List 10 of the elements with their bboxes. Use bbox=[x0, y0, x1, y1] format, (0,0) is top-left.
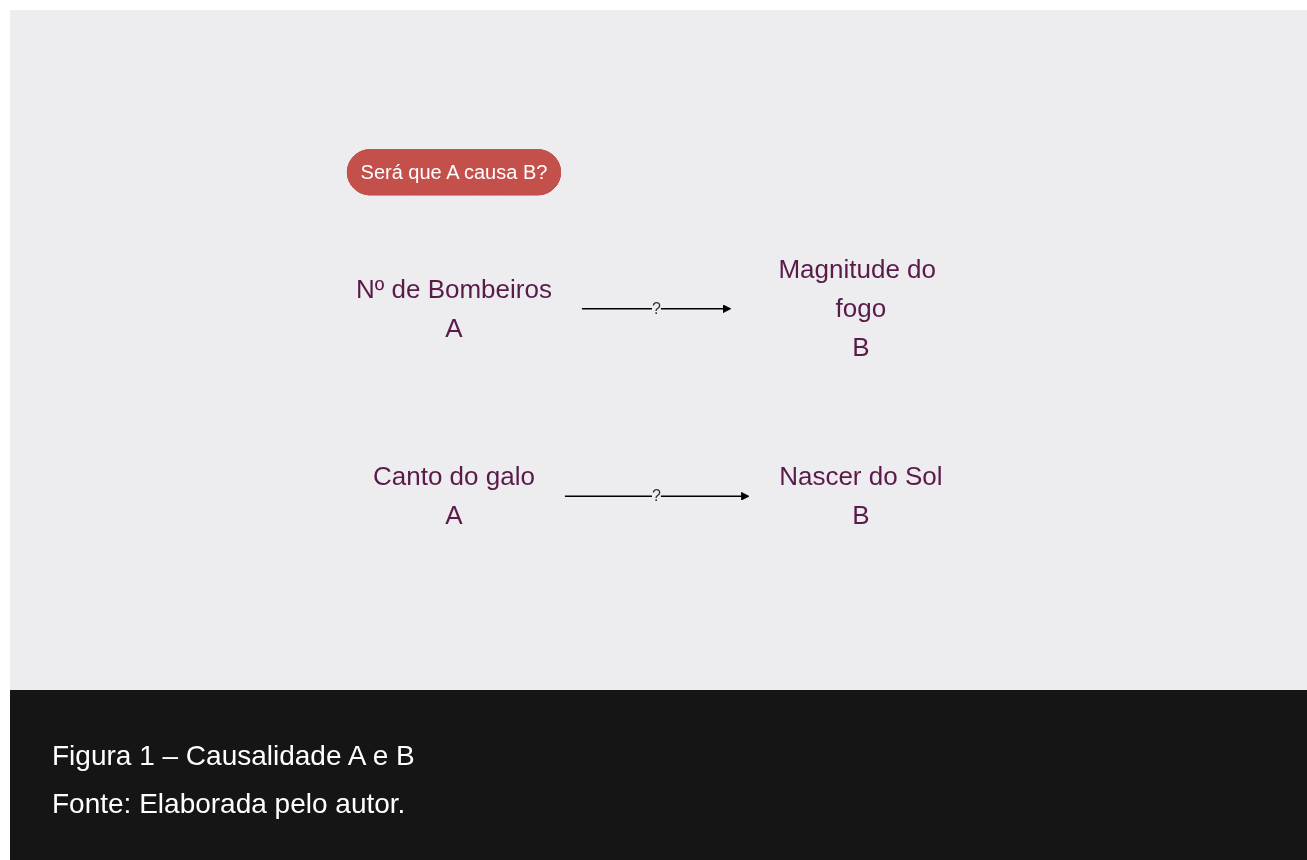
node-text: Canto do galo A bbox=[373, 461, 535, 531]
node-text: Magnitude do fogo B bbox=[778, 254, 937, 363]
arrow bbox=[564, 491, 750, 501]
caption: Figura 1 – Causalidade A e B bbox=[52, 740, 415, 772]
edge-label: ? bbox=[652, 487, 661, 505]
node-text: Nascer do Sol B bbox=[779, 461, 943, 531]
node-text: Nº de Bombeiros A bbox=[356, 273, 552, 343]
source-note: Fonte: Elaborada pelo autor. bbox=[52, 788, 406, 820]
arrow bbox=[581, 304, 732, 314]
edge-label: ? bbox=[652, 299, 661, 317]
